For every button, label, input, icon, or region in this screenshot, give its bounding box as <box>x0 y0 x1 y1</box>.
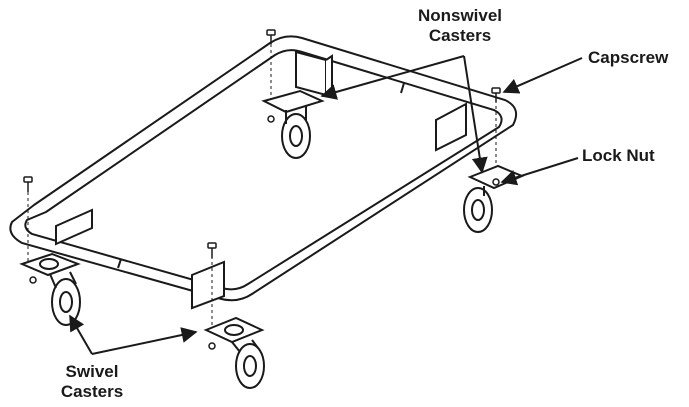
arrow-capscrew <box>502 57 583 94</box>
swivel-label-line1: Swivel <box>65 362 119 381</box>
bracket-right <box>435 102 467 152</box>
arrow-nonswivel-back <box>320 55 465 100</box>
lock-nut-label-text: Lock Nut <box>582 146 655 165</box>
wheel-left-swivel <box>49 271 81 326</box>
wheel-front-swivel <box>231 339 265 389</box>
nonswivel-casters-label: Nonswivel Casters <box>400 6 520 46</box>
caster-wheels <box>49 106 493 389</box>
arrow-swivel-front <box>91 327 198 355</box>
cart-frame <box>9 35 518 302</box>
capscrews <box>23 29 501 258</box>
alignment-lines <box>27 44 497 330</box>
bracket-left <box>55 208 93 246</box>
lock-nut-label: Lock Nut <box>582 146 682 166</box>
bracket-front <box>191 260 225 310</box>
arrow-swivel-left <box>69 314 93 355</box>
wheel-right-nonswivel <box>463 186 493 233</box>
arrow-lock-nut <box>500 157 579 186</box>
capscrew-label: Capscrew <box>588 48 686 68</box>
capscrew-back <box>266 29 276 44</box>
capscrew-left <box>23 176 33 192</box>
wheel-back-nonswivel <box>281 106 311 159</box>
swivel-casters-label: Swivel Casters <box>42 362 142 402</box>
callout-arrows <box>69 55 583 355</box>
plate-back-nonswivel <box>261 89 325 114</box>
lock-nuts <box>29 115 500 350</box>
nonswivel-label-line1: Nonswivel <box>417 6 503 25</box>
nonswivel-label-line2: Casters <box>428 26 492 45</box>
capscrew-front <box>207 242 217 258</box>
capscrew-label-text: Capscrew <box>588 48 669 67</box>
capscrew-right <box>491 87 501 102</box>
bracket-back-left <box>295 50 327 97</box>
arrow-nonswivel-right <box>463 55 488 174</box>
swivel-label-line2: Casters <box>60 382 124 401</box>
